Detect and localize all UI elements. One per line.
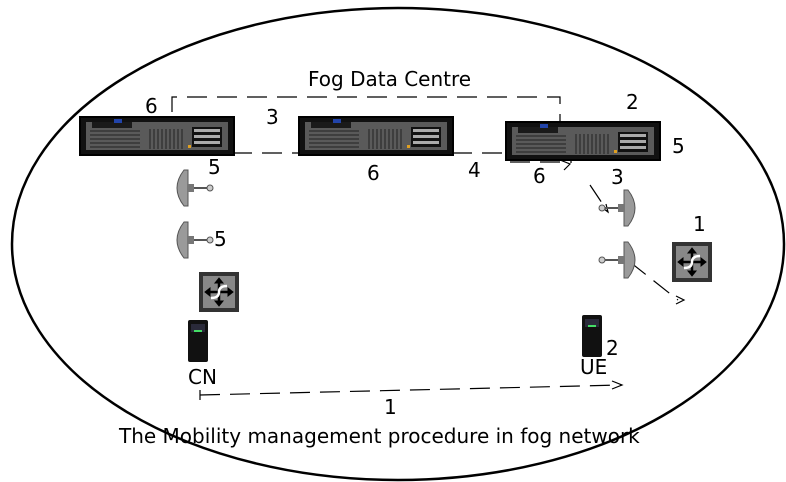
diagram-caption: The Mobility management procedure in fog… (118, 424, 640, 448)
server-icon-left (79, 116, 235, 156)
diagram-title: Fog Data Centre (308, 67, 471, 91)
device-icon-ue (582, 315, 602, 357)
step-label-5-left-antenna: 5 (214, 227, 227, 251)
step-label-1-right-router: 1 (693, 212, 706, 236)
step-label-1-bottom: 1 (384, 395, 397, 419)
antenna-icon-left-lower (176, 221, 214, 259)
step-label-5-under-left-server: 5 (208, 155, 221, 179)
step-label-5-right-of-server: 5 (672, 134, 685, 158)
node-label-cn: CN (188, 365, 217, 389)
arrow-heads (199, 159, 686, 400)
tower-icon-left (122, 157, 182, 385)
step-label-2-top-right: 2 (626, 90, 639, 114)
device-icon-cn (188, 320, 208, 362)
network-boundary-ellipse (10, 6, 786, 482)
router-icon-right (670, 240, 714, 284)
step-label-2-ue: 2 (606, 336, 619, 360)
server-icon-right (505, 121, 661, 161)
router-icon-left (197, 270, 241, 314)
step-label-6-under-mid-server: 6 (367, 161, 380, 185)
step-label-6-top-left: 6 (145, 94, 158, 118)
antenna-icon-right-lower (598, 241, 636, 279)
step-label-3-top: 3 (266, 105, 279, 129)
step-label-3-right: 3 (611, 165, 624, 189)
antenna-icon-right-upper (598, 189, 636, 227)
step-label-4-between: 4 (468, 158, 481, 182)
step-label-6-under-right-server: 6 (533, 164, 546, 188)
node-label-ue: UE (580, 355, 607, 379)
server-icon-middle (298, 116, 454, 156)
